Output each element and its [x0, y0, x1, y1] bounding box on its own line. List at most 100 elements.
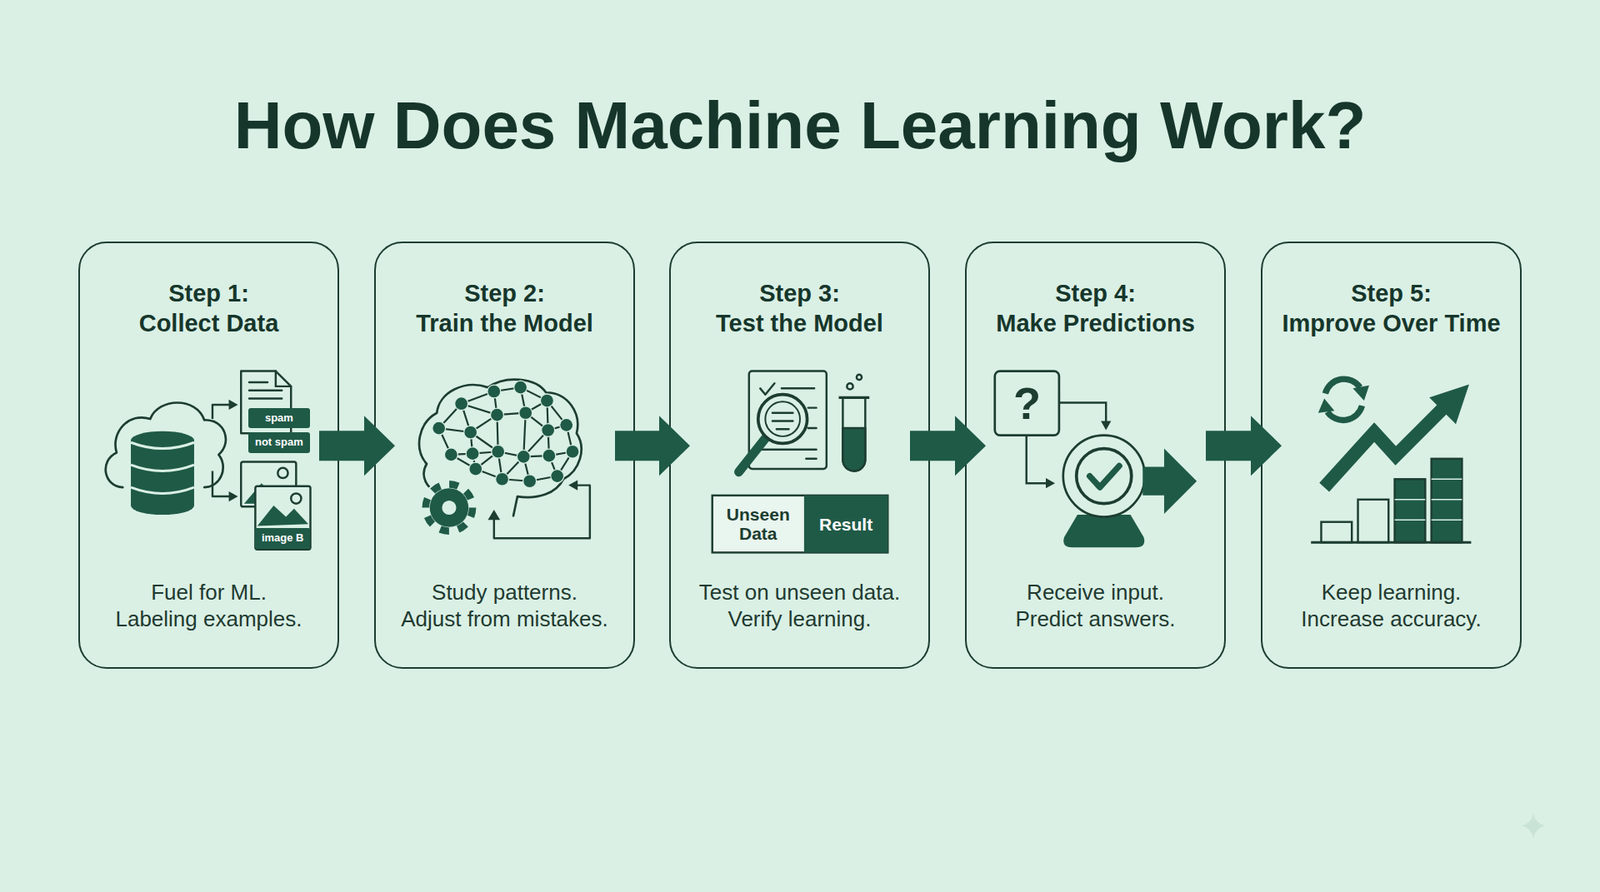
- image-icon-part: [244, 483, 295, 504]
- cloud-outline-part: [105, 402, 226, 488]
- flow-arrow: [1205, 415, 1282, 476]
- step-description: Receive input. Predict answers.: [966, 579, 1225, 633]
- step-description: Keep learning. Increase accuracy.: [1262, 579, 1520, 633]
- brain-outline-part: [419, 380, 582, 517]
- gear-icon-part: [441, 500, 456, 515]
- result-cell: Result: [804, 495, 888, 554]
- bar-chart-part: [1358, 500, 1390, 543]
- network-nodes-part: [519, 406, 533, 420]
- bar-chart-part: [1431, 459, 1463, 543]
- cloud-outline: [105, 402, 226, 488]
- watermark-sparkle: [1520, 814, 1545, 839]
- clipboard-icon-part: [760, 388, 816, 459]
- document-icon-part: [249, 382, 282, 400]
- image-icon-part: [240, 461, 296, 507]
- feedback-loop-part: [568, 480, 578, 491]
- bar-chart-part: [1395, 479, 1426, 543]
- table-cell: Unseen Data: [712, 495, 805, 554]
- network-nodes-part: [550, 470, 565, 484]
- step-heading: Step 3: Test the Model: [670, 278, 929, 339]
- crystal-ball-part: [1076, 449, 1132, 505]
- refresh-icon: [1318, 379, 1370, 420]
- question-box-part: [1100, 421, 1111, 431]
- network-nodes-part: [487, 385, 501, 399]
- test-tube-icon-part: [846, 383, 853, 390]
- network-nodes-part: [455, 397, 469, 411]
- network-nodes-part: [541, 424, 555, 438]
- step-heading: Step 2: Train the Model: [375, 278, 634, 339]
- flow-arrowheads: [229, 400, 239, 502]
- network-nodes-part: [560, 418, 574, 432]
- trend-arrow-part: [1324, 405, 1447, 488]
- database-icon-part: [130, 431, 195, 450]
- step-description: Test on unseen data. Verify learning.: [670, 579, 929, 633]
- crystal-ball-part: [1063, 515, 1145, 548]
- network-nodes: [432, 380, 580, 489]
- image-icon-part: [257, 505, 309, 526]
- magnifier-icon-part: [772, 413, 793, 430]
- step-box: Step 1: Collect DataFuel for ML. Labelin…: [78, 241, 340, 670]
- network-nodes-part: [469, 462, 483, 476]
- flow-arrows: [212, 405, 231, 497]
- flow-arrow: [319, 415, 395, 476]
- clipboard-icon-part: [749, 371, 827, 470]
- test-tube-icon-part: [839, 396, 870, 400]
- database-icon-part: [130, 442, 195, 449]
- network-nodes-part: [464, 425, 478, 440]
- flow-arrow: [910, 415, 986, 476]
- network-nodes-part: [444, 448, 458, 462]
- flow-arrowheads-part: [229, 400, 239, 410]
- result-table: [712, 495, 889, 554]
- class-tag: spam: [248, 408, 311, 429]
- brain-outline: [419, 380, 582, 517]
- flow-arrows-part: [212, 470, 231, 497]
- step-description: Study patterns. Adjust from mistakes.: [375, 579, 634, 633]
- network-nodes-part: [465, 447, 480, 461]
- crystal-ball-part: [1142, 449, 1197, 515]
- step-description: Fuel for ML. Labeling examples.: [80, 579, 338, 633]
- step-box: Step 5: Improve Over TimeKeep learning. …: [1260, 241, 1522, 670]
- network-nodes-part: [542, 449, 556, 463]
- crystal-ball-part: [1063, 435, 1145, 518]
- trend-arrow-part: [1429, 384, 1470, 425]
- image-tag: image B: [255, 528, 310, 549]
- step-box: Step 2: Train the ModelStudy patterns. A…: [374, 241, 635, 670]
- question-box-part: [995, 371, 1060, 436]
- image-icon-part: [255, 486, 310, 550]
- test-tube-icon: [839, 375, 870, 472]
- refresh-icon-part: [1352, 385, 1370, 401]
- step-box: Step 3: Test the ModelTest on unseen dat…: [669, 241, 930, 670]
- step-heading: Step 1: Collect Data: [80, 278, 338, 339]
- database-icon-part: [130, 487, 195, 494]
- clipboard-icon: [749, 371, 827, 470]
- feedback-loop-part: [494, 485, 590, 540]
- gear-icon-part: [425, 484, 473, 531]
- question-box-part: [1026, 435, 1049, 485]
- flow-arrowheads-part: [229, 491, 239, 502]
- question-box-part: [1045, 478, 1055, 489]
- network-nodes-part: [516, 450, 530, 464]
- question-box: [995, 371, 1112, 490]
- gear-icon-part: [420, 479, 479, 537]
- refresh-icon-part: [1327, 405, 1363, 420]
- flow-arrows-part: [212, 405, 231, 420]
- network-links: [439, 387, 573, 482]
- bar-chart-part: [1395, 479, 1463, 520]
- network-nodes-part: [523, 475, 537, 489]
- image-icon: [240, 461, 310, 550]
- bar-chart-part: [1310, 541, 1471, 545]
- database-icon-part: [130, 496, 195, 515]
- bar-chart-part: [1320, 522, 1352, 543]
- bar-chart: [1310, 459, 1471, 543]
- feedback-loop: [487, 480, 590, 540]
- network-nodes-part: [495, 472, 510, 486]
- question-box-part: [1059, 402, 1106, 423]
- step-heading: Step 5: Improve Over Time: [1262, 278, 1520, 339]
- refresh-icon-part: [1325, 379, 1360, 394]
- step-heading: Step 4: Make Predictions: [966, 278, 1225, 339]
- image-icon-part: [290, 493, 301, 504]
- class-tag: not spam: [248, 432, 311, 453]
- question-mark: ?: [995, 371, 1060, 436]
- network-nodes-part: [565, 445, 580, 459]
